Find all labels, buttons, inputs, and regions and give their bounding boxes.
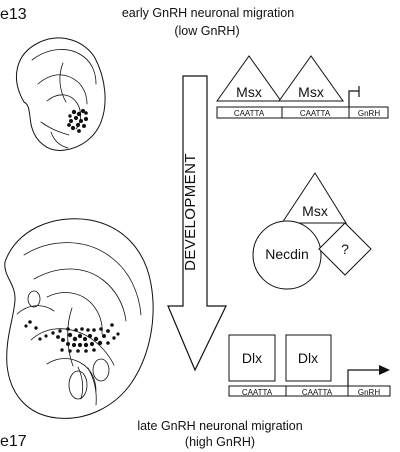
unknown-factor-diamond [318,222,372,276]
dlx-box-1 [228,334,276,382]
top-caption-line-1: early GnRH neuronal migration [122,6,294,20]
necdin-label: Necdin [265,246,309,262]
repression-site-1: CAATTA [234,109,265,118]
msx-label-2: Msx [298,84,324,100]
e17-vertical-line [67,307,74,367]
e17-cortex-arc-1 [23,242,142,316]
e13-vertical-line [59,62,67,103]
e17-neurons [24,320,120,353]
e17-mid-curve [30,328,115,366]
repression-panel: Msx Msx CAATTA CAATTA GnRH [216,55,389,119]
necdin-circle [252,220,322,290]
stage-label-e17: e17 [0,433,27,450]
repression-dna-strip [216,106,389,119]
msx-triangle-1 [216,55,282,102]
development-arrow: DEVELOPMENT [167,75,227,372]
development-arrow-shape [167,75,227,372]
e17-lower-curve [46,358,97,392]
e17-outer-outline [4,218,154,419]
repression-bar-line [348,90,359,107]
msx-complex-triangle [281,172,347,224]
msx-complex-label: Msx [302,203,328,219]
dlx-label-2: Dlx [298,350,318,366]
bottom-caption-line-1: late GnRH neuronal migration [137,419,302,433]
e13-neurons [67,108,89,133]
e13-base-curve [50,131,69,149]
e17-cortex-arc-3 [46,292,103,335]
e13-outer-outline [16,37,106,151]
dlx-label-1: Dlx [242,350,262,366]
e17-cortex-arc-2 [33,268,127,322]
e13-lower-curve [40,121,70,136]
msx-label-1: Msx [236,84,262,100]
repression-site-2: CAATTA [300,109,331,118]
e17-left-curve [16,305,55,315]
activation-site-1: CAATTA [242,388,273,397]
e17-stem-line-2 [87,367,97,406]
msx-triangle-2 [278,55,344,102]
activation-arrow-head [379,365,390,375]
activation-gene-label: GnRH [358,388,380,397]
e17-brain-sketch [4,218,154,419]
activation-arrow-line [347,369,379,386]
unknown-factor-label: ? [341,241,349,257]
bottom-caption-line-2: (high GnRH) [185,435,255,449]
activation-panel: Dlx Dlx CAATTA CAATTA GnRH [228,334,391,397]
activation-dna-strip [228,385,391,397]
complex-panel: Msx Necdin ? [252,172,372,290]
e17-small-structure-1 [68,370,88,400]
e17-small-structure-3 [27,290,41,308]
e13-inner-arc-1 [31,49,97,85]
development-label: DEVELOPMENT [182,153,199,271]
top-caption-line-2: (low GnRH) [174,24,239,38]
activation-site-2: CAATTA [302,388,333,397]
stage-label-e13: e13 [0,6,27,23]
repression-gene-label: GnRH [358,109,380,118]
e17-small-structure-2 [92,358,110,382]
e13-inner-arc-2 [37,74,88,105]
e17-stem-line [77,366,84,400]
dlx-box-2 [285,334,332,382]
e13-brain-sketch [16,37,106,151]
